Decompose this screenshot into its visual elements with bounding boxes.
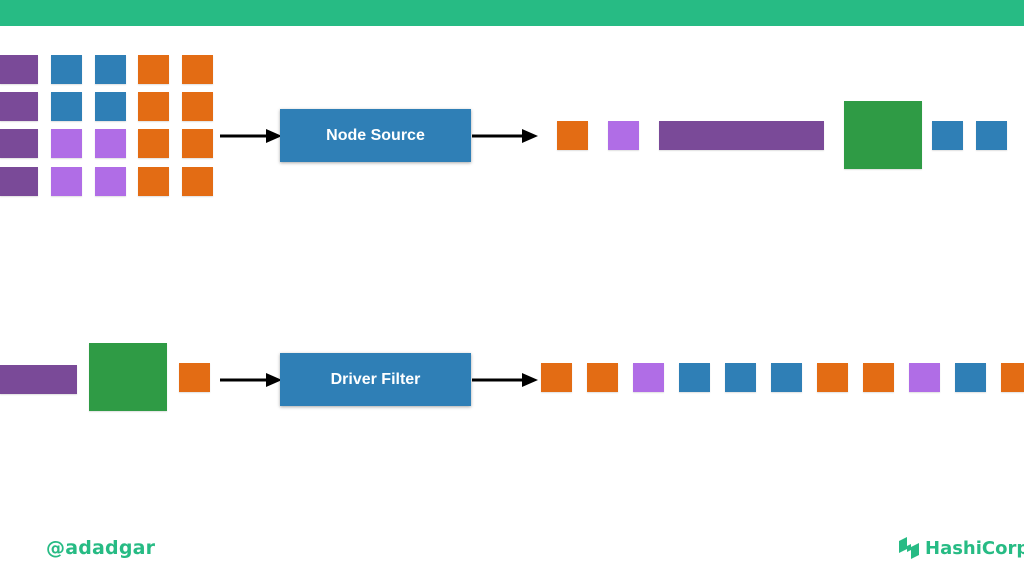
input-purple-bar	[0, 167, 38, 196]
input-green-large-square	[89, 343, 167, 411]
arrow-out-of-node-source	[472, 129, 538, 143]
output-orange-square	[817, 363, 848, 392]
input-purple-bar	[0, 55, 38, 84]
output-orange-square	[863, 363, 894, 392]
driver-filter-box: Driver Filter	[280, 353, 471, 406]
hashicorp-logo: HashiCorp	[898, 535, 1024, 561]
node-source-label: Node Source	[326, 126, 425, 144]
output-green-large-square	[844, 101, 922, 169]
input-purple-bar	[0, 365, 77, 394]
hashicorp-wordmark: HashiCorp	[925, 537, 1024, 559]
arrow-into-driver-filter	[220, 373, 282, 387]
input-lavender-square	[95, 167, 126, 196]
input-orange-square	[138, 55, 169, 84]
input-purple-bar	[0, 129, 38, 158]
input-orange-square	[182, 129, 213, 158]
input-orange-square	[138, 92, 169, 121]
twitter-handle: @adadgar	[46, 537, 156, 559]
output-lavender-square	[909, 363, 940, 392]
output-blue-square	[771, 363, 802, 392]
input-purple-bar	[0, 92, 38, 121]
input-lavender-square	[95, 129, 126, 158]
output-lavender-square	[633, 363, 664, 392]
output-blue-square	[976, 121, 1007, 150]
output-lavender-square	[608, 121, 639, 150]
input-orange-square	[182, 92, 213, 121]
input-orange-square	[138, 167, 169, 196]
output-orange-square	[1001, 363, 1024, 392]
output-orange-square	[541, 363, 572, 392]
arrow-into-node-source	[220, 129, 282, 143]
output-blue-square	[725, 363, 756, 392]
arrow-out-of-driver-filter	[472, 373, 538, 387]
input-orange-square	[138, 129, 169, 158]
output-blue-square	[679, 363, 710, 392]
hashicorp-logo-icon	[899, 537, 919, 559]
input-orange-square	[182, 55, 213, 84]
output-blue-square	[932, 121, 963, 150]
node-source-box: Node Source	[280, 109, 471, 162]
input-blue-square	[51, 55, 82, 84]
input-lavender-square	[51, 167, 82, 196]
input-orange-square	[179, 363, 210, 392]
input-blue-square	[95, 55, 126, 84]
input-orange-square	[182, 167, 213, 196]
driver-filter-label: Driver Filter	[330, 370, 421, 388]
output-blue-square	[955, 363, 986, 392]
input-blue-square	[95, 92, 126, 121]
output-orange-square	[557, 121, 588, 150]
output-orange-square	[587, 363, 618, 392]
input-blue-square	[51, 92, 82, 121]
output-purple-long-bar	[659, 121, 824, 150]
header-bar	[0, 0, 1024, 26]
input-lavender-square	[51, 129, 82, 158]
